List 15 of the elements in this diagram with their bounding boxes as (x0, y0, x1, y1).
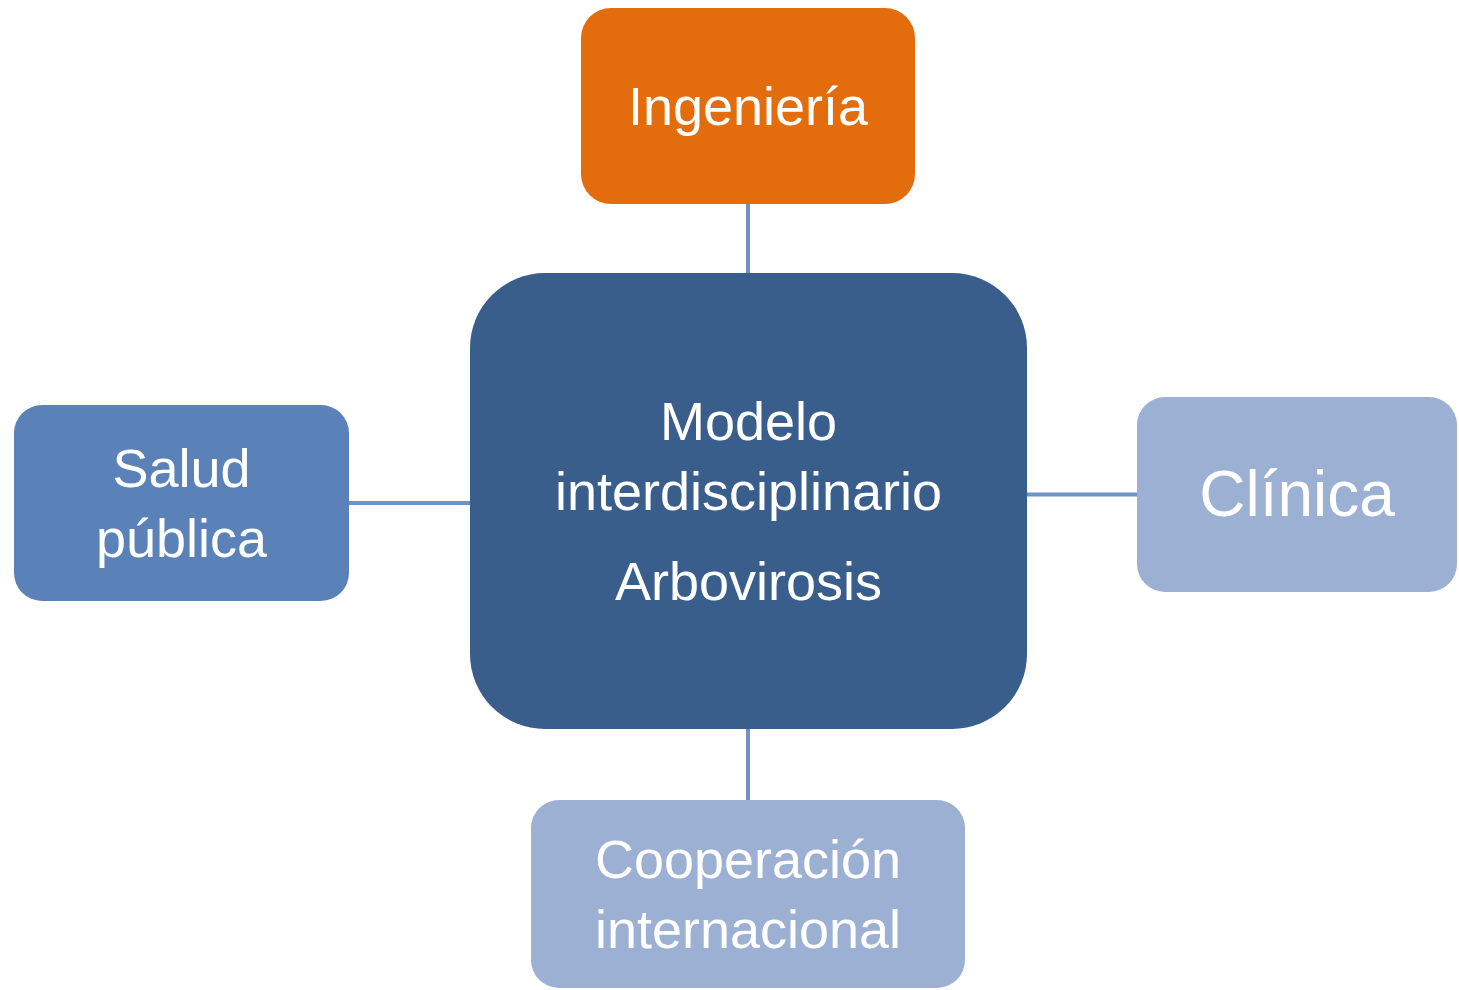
connector-line (1027, 492, 1137, 497)
rounded-box (581, 8, 915, 204)
box-label: Clínica (1199, 456, 1395, 532)
connector-line (349, 501, 470, 505)
box-label: Salud pública (94, 436, 269, 570)
rounded-box (470, 273, 1027, 729)
rounded-box (531, 800, 965, 988)
box-label: Cooperación internacional (593, 827, 903, 961)
connector-line (746, 729, 750, 800)
connector-line (746, 204, 750, 273)
box-label: Modelo interdisciplinario (553, 389, 944, 523)
box-label: Arbovirosis (614, 550, 883, 614)
rounded-box (14, 405, 349, 601)
rounded-box (1137, 397, 1457, 592)
box-label: Ingeniería (627, 74, 869, 138)
